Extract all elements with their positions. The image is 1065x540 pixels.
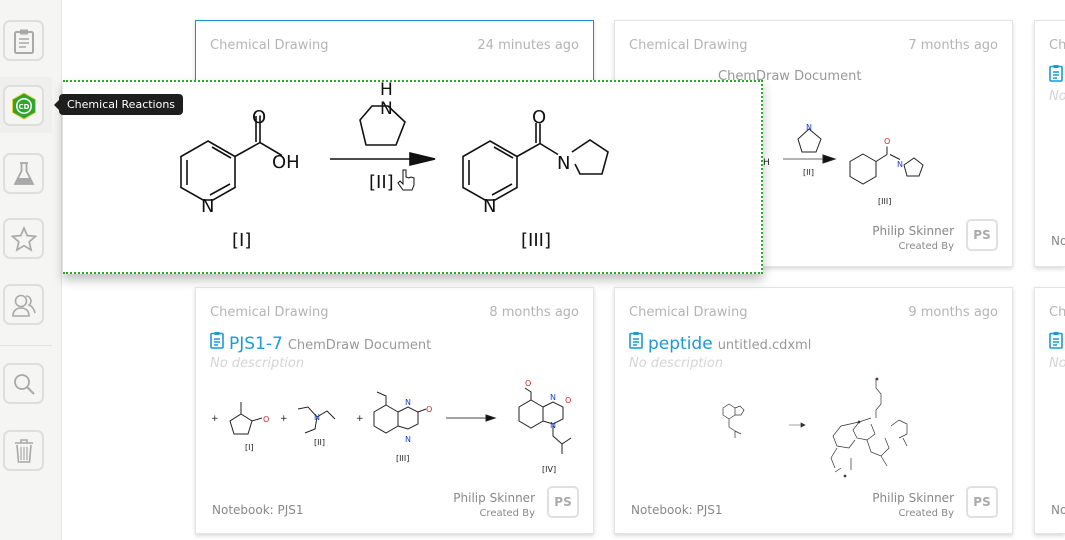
- avatar[interactable]: PS: [966, 219, 998, 251]
- card-time: 24 minutes ago: [477, 38, 579, 53]
- svg-text:[III]: [III]: [396, 454, 409, 463]
- svg-text:O: O: [532, 107, 546, 128]
- avatar[interactable]: PS: [966, 486, 998, 518]
- svg-text:CD: CD: [18, 103, 29, 111]
- card-name[interactable]: PJS1-7: [229, 334, 283, 354]
- card-created-by: Created By: [898, 508, 954, 519]
- card-title[interactable]: [1049, 331, 1063, 349]
- svg-text:H: H: [763, 158, 770, 168]
- card-doc-type: ChemDraw Document: [287, 338, 432, 353]
- svg-text:O: O: [252, 107, 266, 128]
- svg-text:N: N: [483, 196, 496, 217]
- reaction-thumbnail: [722, 377, 908, 478]
- card-notebook: Notebook: PJS1: [1051, 503, 1065, 517]
- card-type: Chemical Drawing: [1049, 305, 1065, 320]
- card-description: No description: [1049, 356, 1065, 371]
- drawing-card[interactable]: Chemical Drawing 8 months ago PJS1-7 Che…: [195, 287, 594, 534]
- card-time: 8 months ago: [489, 305, 579, 320]
- svg-text:[II]: [II]: [803, 168, 814, 177]
- sidebar-item-chemical-reactions[interactable]: CD: [3, 85, 44, 126]
- svg-text:N: N: [405, 398, 411, 407]
- search-icon: [13, 373, 35, 395]
- svg-text:N: N: [201, 196, 214, 217]
- card-type: Chemical Drawing: [629, 38, 748, 53]
- hand-cursor-icon: [397, 169, 415, 191]
- flask-icon: [13, 161, 34, 185]
- card-type: Chemical Drawing: [629, 305, 748, 320]
- sidebar-item-favorites[interactable]: [3, 218, 44, 259]
- reaction-preview-drawing: O OH N [I] H N [II] O N N [III]: [180, 80, 609, 251]
- svg-text:O: O: [263, 415, 269, 424]
- svg-text:N: N: [550, 393, 556, 402]
- card-author: Philip Skinner: [872, 224, 954, 238]
- card-doc-type: untitled.cdxml: [717, 338, 812, 353]
- card-description: No description: [210, 356, 305, 371]
- svg-text:[III]: [III]: [878, 197, 891, 206]
- card-notebook: Notebook: PJS1: [631, 503, 723, 517]
- sidebar-item-trash[interactable]: [3, 430, 44, 471]
- svg-text:+: +: [356, 414, 364, 424]
- tooltip: Chemical Reactions: [53, 94, 184, 115]
- document-icon: [1049, 331, 1063, 349]
- svg-text:O: O: [525, 379, 531, 388]
- users-icon: [11, 294, 36, 317]
- svg-text:N: N: [380, 99, 393, 119]
- reaction-thumbnail: + O [I] + N [II] + O N N [III] O O N N […: [211, 379, 571, 474]
- sidebar: CD Chemical Reactions: [0, 0, 184, 540]
- star-icon: [10, 225, 37, 252]
- sidebar-item-search[interactable]: [3, 363, 44, 404]
- svg-text:[I]: [I]: [232, 230, 251, 251]
- card-time: 9 months ago: [908, 305, 998, 320]
- svg-text:[II]: [II]: [314, 438, 325, 447]
- drawing-card[interactable]: Chemical Drawing 9 months ago peptide un…: [614, 287, 1013, 534]
- svg-text:+: +: [280, 414, 288, 424]
- clipboard-icon: [13, 29, 34, 54]
- sidebar-item-shared[interactable]: [3, 284, 44, 325]
- svg-text:N: N: [314, 413, 320, 422]
- reaction-thumbnail: H N [II] O N [III]: [763, 123, 924, 206]
- card-title[interactable]: peptide untitled.cdxml: [629, 331, 811, 354]
- svg-text:N: N: [405, 435, 411, 444]
- sidebar-divider: [0, 345, 52, 346]
- svg-text:N: N: [550, 421, 556, 430]
- svg-text:N: N: [806, 123, 812, 132]
- svg-text:O: O: [426, 405, 432, 414]
- card-type: Chemical Drawing: [210, 38, 329, 53]
- card-notebook: Notebook: PJS1: [1051, 234, 1065, 248]
- drawing-card[interactable]: Chemical Drawing No description Notebook…: [1034, 20, 1065, 267]
- svg-text:O: O: [565, 396, 571, 405]
- svg-text:N: N: [557, 153, 570, 174]
- chemdraw-icon: CD: [11, 91, 36, 120]
- svg-text:[II]: [II]: [369, 172, 394, 193]
- card-author: Philip Skinner: [872, 491, 954, 505]
- sidebar-item-notebooks[interactable]: [3, 20, 44, 61]
- card-title[interactable]: PJS1-7 ChemDraw Document: [210, 331, 431, 354]
- card-title[interactable]: [1049, 64, 1063, 82]
- svg-text:[IV]: [IV]: [542, 465, 556, 474]
- sidebar-item-experiments[interactable]: [3, 153, 44, 194]
- svg-text:OH: OH: [272, 152, 300, 173]
- card-time: 7 months ago: [908, 38, 998, 53]
- card-notebook: Notebook: PJS1: [212, 503, 304, 517]
- card-description: No description: [1049, 89, 1065, 104]
- card-type: Chemical Drawing: [210, 305, 329, 320]
- svg-text:N: N: [897, 160, 903, 169]
- drawing-card[interactable]: Chemical Drawing No description Notebook…: [1034, 287, 1065, 534]
- card-created-by: Created By: [898, 241, 954, 252]
- card-description: No description: [629, 356, 724, 371]
- svg-text:H: H: [380, 82, 393, 100]
- card-name[interactable]: peptide: [648, 334, 713, 354]
- svg-text:O: O: [884, 137, 890, 146]
- card-created-by: Created By: [479, 508, 535, 519]
- card-author: Philip Skinner: [453, 491, 535, 505]
- document-icon: [1049, 64, 1063, 82]
- svg-text:[III]: [III]: [521, 230, 551, 251]
- svg-text:+: +: [211, 414, 219, 424]
- svg-text:[I]: [I]: [245, 443, 254, 452]
- trash-icon: [14, 438, 33, 463]
- card-type: Chemical Drawing: [1049, 38, 1065, 53]
- avatar[interactable]: PS: [547, 486, 579, 518]
